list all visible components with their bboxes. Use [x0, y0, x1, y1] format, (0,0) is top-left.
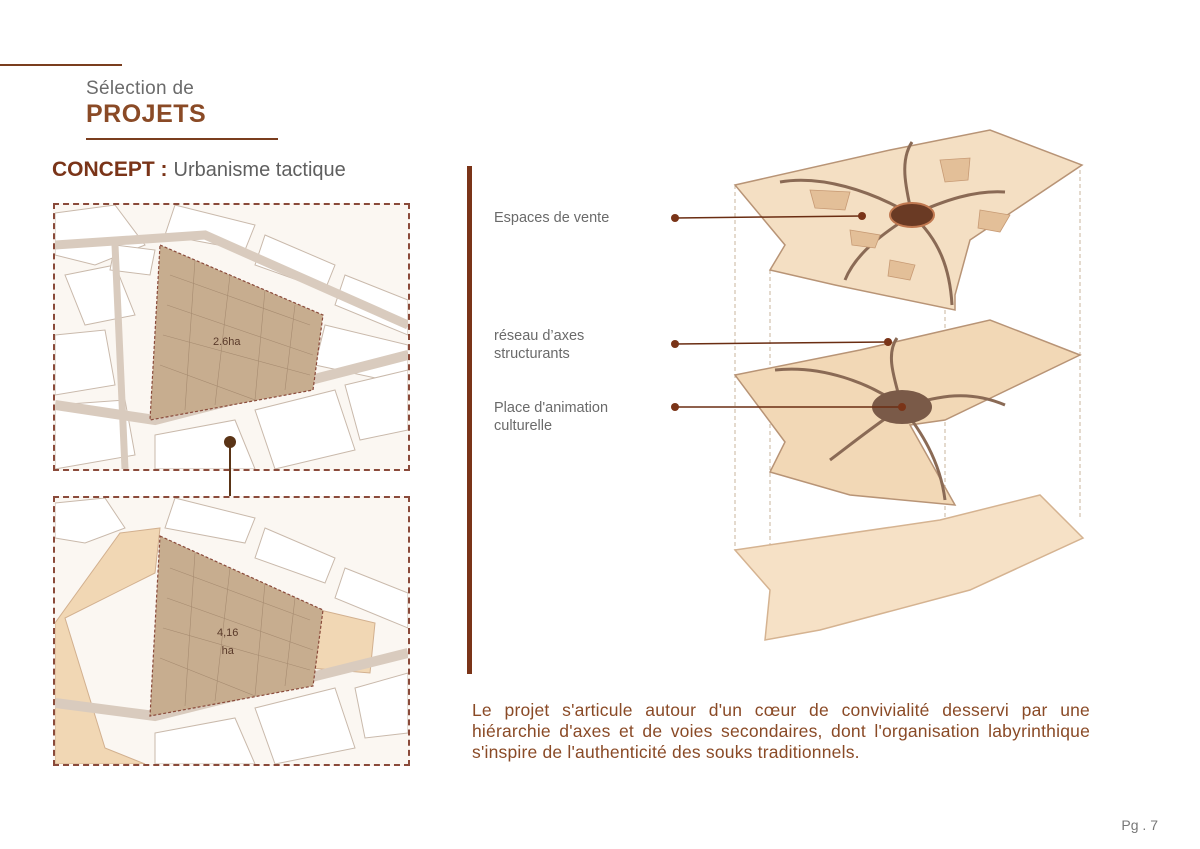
concept-label: CONCEPT : [52, 158, 168, 181]
map-after-drawing [55, 498, 408, 764]
concept-heading: CONCEPT :Urbanisme tactique [52, 158, 346, 182]
map-after [53, 496, 410, 766]
leader-end-vente [858, 212, 866, 220]
area-label-after-unit: ha [221, 645, 234, 657]
leader-dot-axes [671, 340, 679, 348]
map-before [53, 203, 410, 471]
section-title: PROJETS [86, 100, 207, 128]
title-underline [86, 138, 278, 140]
map-before-drawing [55, 205, 408, 469]
legend-reseau-axes: réseau d’axes structurants [494, 328, 585, 362]
project-description: Le projet s'articule autour d'un cœur de… [472, 700, 1090, 762]
legend-espaces-vente: Espaces de vente [494, 210, 610, 226]
extension-west [55, 527, 161, 764]
area-label-after-value: 4,16 [217, 627, 239, 639]
area-label-before: 2.6ha [213, 336, 241, 348]
vertical-divider [467, 166, 472, 674]
core-vente [889, 202, 935, 228]
page-number: Pg . 7 [1121, 817, 1158, 833]
leader-end-place [898, 403, 906, 411]
legend-place-animation: Place d'animation culturelle [494, 400, 609, 434]
area-label-after: 4,16 ha [217, 624, 238, 660]
leader-dot-place [671, 403, 679, 411]
layer-base [733, 494, 1085, 641]
section-subtitle: Sélection de [86, 78, 195, 99]
concept-subtitle: Urbanisme tactique [173, 159, 346, 181]
leader-end-axes [884, 338, 892, 346]
exploded-layers-diagram [671, 129, 1085, 641]
top-rule [0, 64, 122, 66]
leader-dot-vente [671, 214, 679, 222]
